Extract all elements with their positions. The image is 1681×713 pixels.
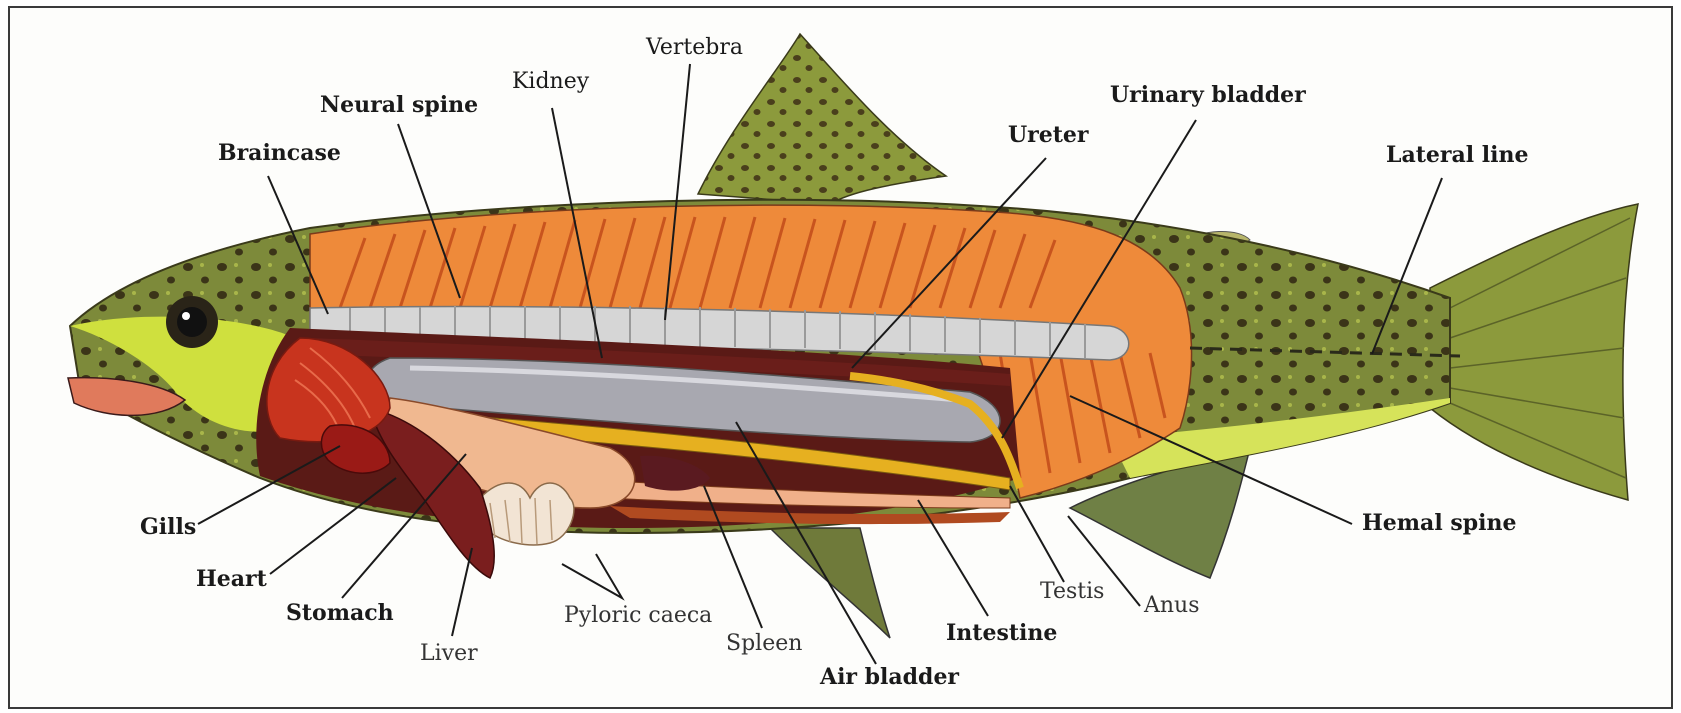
label-lateral-line: Lateral line	[1386, 142, 1528, 168]
label-testis: Testis	[1040, 579, 1104, 604]
label-heart: Heart	[196, 566, 268, 592]
label-ureter: Ureter	[1008, 122, 1089, 148]
label-vertebra: Vertebra	[645, 35, 743, 60]
tail-fin	[1430, 204, 1638, 500]
label-spleen: Spleen	[726, 631, 802, 656]
label-neural-spine: Neural spine	[320, 92, 478, 118]
leader-pyloric-caeca	[562, 554, 622, 598]
label-braincase: Braincase	[218, 140, 341, 166]
label-air-bladder: Air bladder	[819, 664, 959, 690]
label-liver: Liver	[420, 641, 478, 666]
label-stomach: Stomach	[286, 600, 394, 626]
label-hemal-spine: Hemal spine	[1362, 510, 1516, 536]
fish-anatomy-diagram: Vertebra Kidney Neural spine Braincase U…	[10, 8, 1671, 707]
leader-liver	[452, 548, 472, 636]
leader-testis	[1010, 486, 1064, 582]
label-pyloric-caeca: Pyloric caeca	[564, 603, 712, 628]
label-gills: Gills	[140, 514, 196, 540]
label-kidney: Kidney	[512, 69, 590, 94]
label-urinary-bladder: Urinary bladder	[1110, 82, 1306, 108]
label-anus: Anus	[1143, 593, 1200, 618]
diagram-frame: Vertebra Kidney Neural spine Braincase U…	[8, 6, 1673, 709]
label-intestine: Intestine	[946, 620, 1057, 646]
